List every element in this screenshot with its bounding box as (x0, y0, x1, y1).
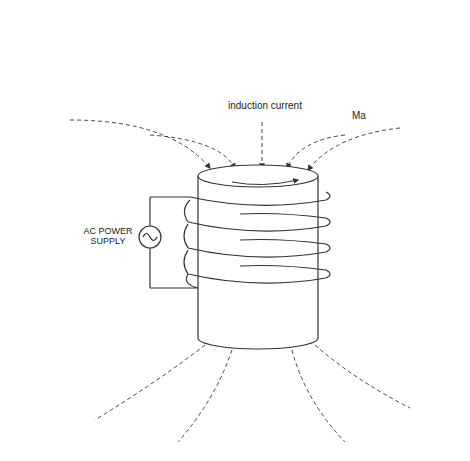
induction-coil (150, 192, 330, 288)
current-arrow (232, 180, 298, 185)
induction-current-label: induction current (228, 100, 318, 112)
ac-source-symbol (139, 197, 161, 288)
power-supply-label: AC POWER SUPPLY (80, 226, 136, 247)
magnetic-label: Ma (352, 110, 392, 122)
magnetic-field-lines (70, 120, 410, 442)
